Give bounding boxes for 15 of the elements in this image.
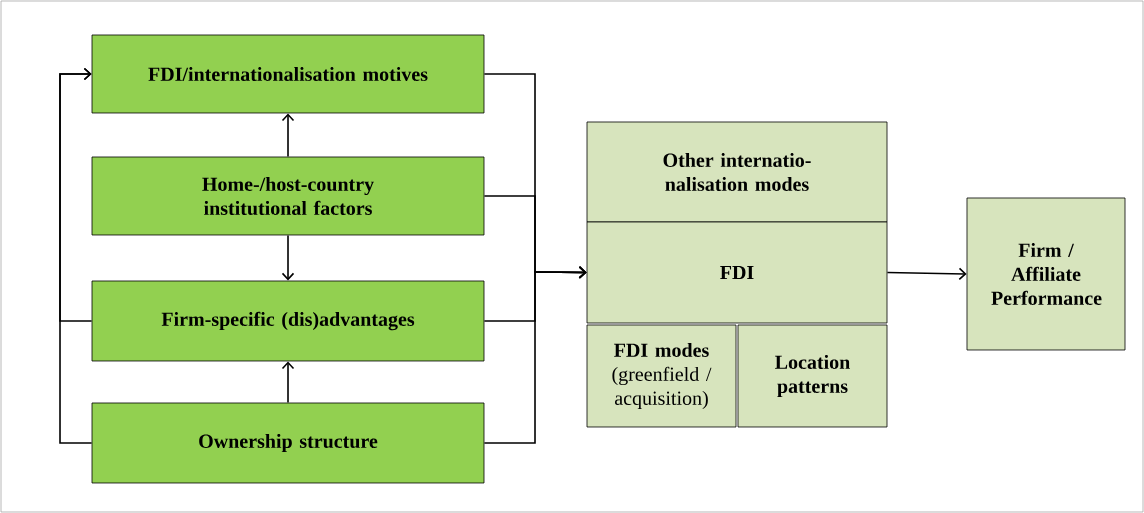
arrow bbox=[281, 113, 295, 158]
fdi-modes-box: FDI modes (greenfield / acquisition) bbox=[586, 324, 737, 428]
factor-box: Firm-specific (dis)advantages bbox=[91, 280, 485, 362]
fdi-box: FDI bbox=[586, 221, 888, 324]
location-box: Location patterns bbox=[737, 324, 888, 428]
mode-box: Other internatio- nalisation modes bbox=[586, 121, 888, 223]
factor-box: Home-/host-country institutional factors bbox=[91, 156, 485, 236]
arrow bbox=[59, 67, 93, 444]
factor-box: Ownership structure bbox=[91, 402, 485, 484]
performance-box: Firm / Affiliate Performance bbox=[966, 197, 1126, 351]
arrow bbox=[483, 266, 587, 444]
arrow bbox=[886, 267, 967, 281]
arrow bbox=[281, 234, 295, 281]
factor-box: FDI/internationalisation motives bbox=[91, 34, 485, 114]
arrow bbox=[281, 361, 295, 404]
